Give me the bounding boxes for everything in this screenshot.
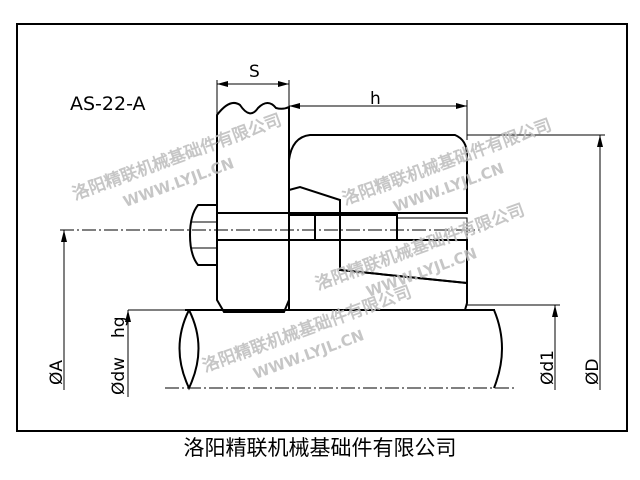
- outer-ring: [288, 134, 468, 216]
- watermark-4: 洛阳精联机械基础件有限公司 WWW.LYJL.CN: [313, 199, 528, 301]
- drawing-frame: [16, 23, 628, 432]
- shaft-break-right: [493, 309, 503, 389]
- threaded-hole: [396, 217, 468, 241]
- shaft: [165, 309, 515, 391]
- model-label: AS-22-A: [70, 93, 146, 115]
- dimension-dia-d1: Ød1: [467, 304, 560, 390]
- flange-plate: [216, 102, 290, 313]
- dimension-s: S: [216, 62, 290, 115]
- dimension-dia-a-label: ØA: [47, 360, 67, 385]
- shaft-break-left: [178, 309, 200, 391]
- dimension-dia-dw: Ødw hg: [109, 309, 189, 397]
- thrust-collar: [288, 185, 341, 214]
- bolt-shank: [216, 212, 341, 241]
- bolt-head: [188, 204, 218, 266]
- bolt-thread: [314, 214, 398, 241]
- dimension-dia-d1-label: Ød1: [538, 350, 558, 385]
- dimension-dia-dw-label: Ødw: [109, 357, 129, 395]
- dimension-hg-label: hg: [109, 316, 129, 338]
- watermark-1: 洛阳精联机械基础件有限公司 WWW.LYJL.CN: [70, 109, 285, 211]
- watermark-3: 洛阳精联机械基础件有限公司 WWW.LYJL.CN: [200, 281, 415, 383]
- dimension-dia-d-label: ØD: [583, 359, 603, 385]
- dimension-s-label: S: [249, 62, 260, 82]
- dimension-h: h: [289, 89, 468, 140]
- company-caption: 洛阳精联机械基础件有限公司: [183, 436, 457, 460]
- dimension-h-label: h: [370, 89, 381, 109]
- bolt: [188, 204, 468, 266]
- dimension-dia-d: ØD: [467, 134, 605, 390]
- dimension-dia-a: ØA: [47, 230, 67, 390]
